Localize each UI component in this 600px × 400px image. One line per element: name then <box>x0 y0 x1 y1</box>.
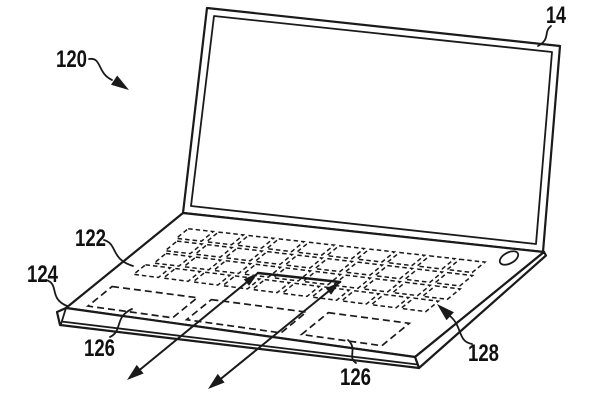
leader-120-arrowhead-icon <box>111 75 129 90</box>
keyboard-key <box>385 251 427 267</box>
keyboard-key <box>174 227 216 242</box>
keyboard-key <box>253 250 295 266</box>
ref-label-14: 14 <box>546 2 566 29</box>
direction-arrow-right-shaft <box>211 281 341 387</box>
laptop-lid <box>181 6 562 254</box>
direction-arrow-left-tail-icon <box>243 273 258 286</box>
keyboard-key <box>264 238 306 253</box>
leader-122 <box>103 239 134 267</box>
keyboard-key <box>445 258 487 274</box>
keyboard-key <box>415 255 457 270</box>
keyboard-key <box>163 240 204 255</box>
ref-label-126-right: 126 <box>340 364 371 391</box>
front-left-chamfer-line <box>60 307 67 325</box>
keyboard-key <box>204 231 246 246</box>
front-wall-rim-line <box>61 320 418 366</box>
keyboard-key <box>355 248 397 263</box>
arrow-connector-segment <box>256 271 342 284</box>
keyboard-key <box>369 293 411 309</box>
keyboard-key <box>361 277 403 293</box>
keyboard-key <box>280 282 322 298</box>
ref-label-120: 120 <box>56 46 87 73</box>
sensing-zone <box>184 298 309 334</box>
leader-126-left <box>109 308 133 338</box>
keyboard-key <box>152 252 193 267</box>
leader-128 <box>449 315 473 345</box>
direction-arrow-left-head-icon <box>127 364 144 380</box>
ref-label-124: 124 <box>27 261 59 288</box>
reference-annotations: 120 14 122 124 126 126 128 <box>27 2 566 391</box>
keyboard-key <box>241 263 283 278</box>
keyboard-key <box>191 271 232 286</box>
ref-label-126-left: 126 <box>84 335 115 362</box>
direction-arrow-right-tail-icon <box>325 282 340 295</box>
keyboard-key <box>324 244 367 260</box>
leader-120 <box>88 58 113 81</box>
keyboard-key <box>223 247 265 262</box>
leader-14 <box>537 25 552 47</box>
keyboard-key <box>403 268 445 284</box>
ref-label-122: 122 <box>75 225 106 252</box>
keyboard-key <box>283 254 325 269</box>
keyboard-key <box>390 281 433 297</box>
lid-inner-bezel <box>190 15 553 245</box>
keyboard-key <box>193 243 234 258</box>
keyboard-key <box>161 267 202 283</box>
front-sensing-zones <box>85 285 412 347</box>
leader-126-right <box>347 339 357 364</box>
direction-arrow-left-shaft <box>130 272 259 378</box>
keyboard-key <box>313 257 355 273</box>
direction-arrows <box>127 271 342 389</box>
keyboard-key <box>339 289 381 305</box>
keyboard-key <box>420 285 463 301</box>
keyboard-key <box>433 271 475 287</box>
leader-128-arrowhead-icon <box>437 304 454 321</box>
keyboard-key <box>131 264 173 279</box>
power-button <box>498 250 520 266</box>
keyboard-key <box>373 264 415 280</box>
keyboard-key <box>250 278 292 294</box>
keyboard-key <box>310 286 351 301</box>
sensing-zone <box>85 285 200 319</box>
keyboard-key <box>294 241 336 256</box>
keyboard-key <box>399 297 441 313</box>
lid-outer-bezel <box>181 6 562 254</box>
direction-arrow-right-head-icon <box>208 373 225 389</box>
keyboard-key <box>211 259 253 275</box>
keyboard-key-grid <box>131 227 487 313</box>
leader-124 <box>45 279 68 307</box>
ref-label-128: 128 <box>468 340 499 367</box>
sensing-zone <box>299 311 412 347</box>
keyboard-key <box>182 256 223 271</box>
keyboard-key <box>343 261 385 276</box>
keyboard-key <box>234 234 276 249</box>
